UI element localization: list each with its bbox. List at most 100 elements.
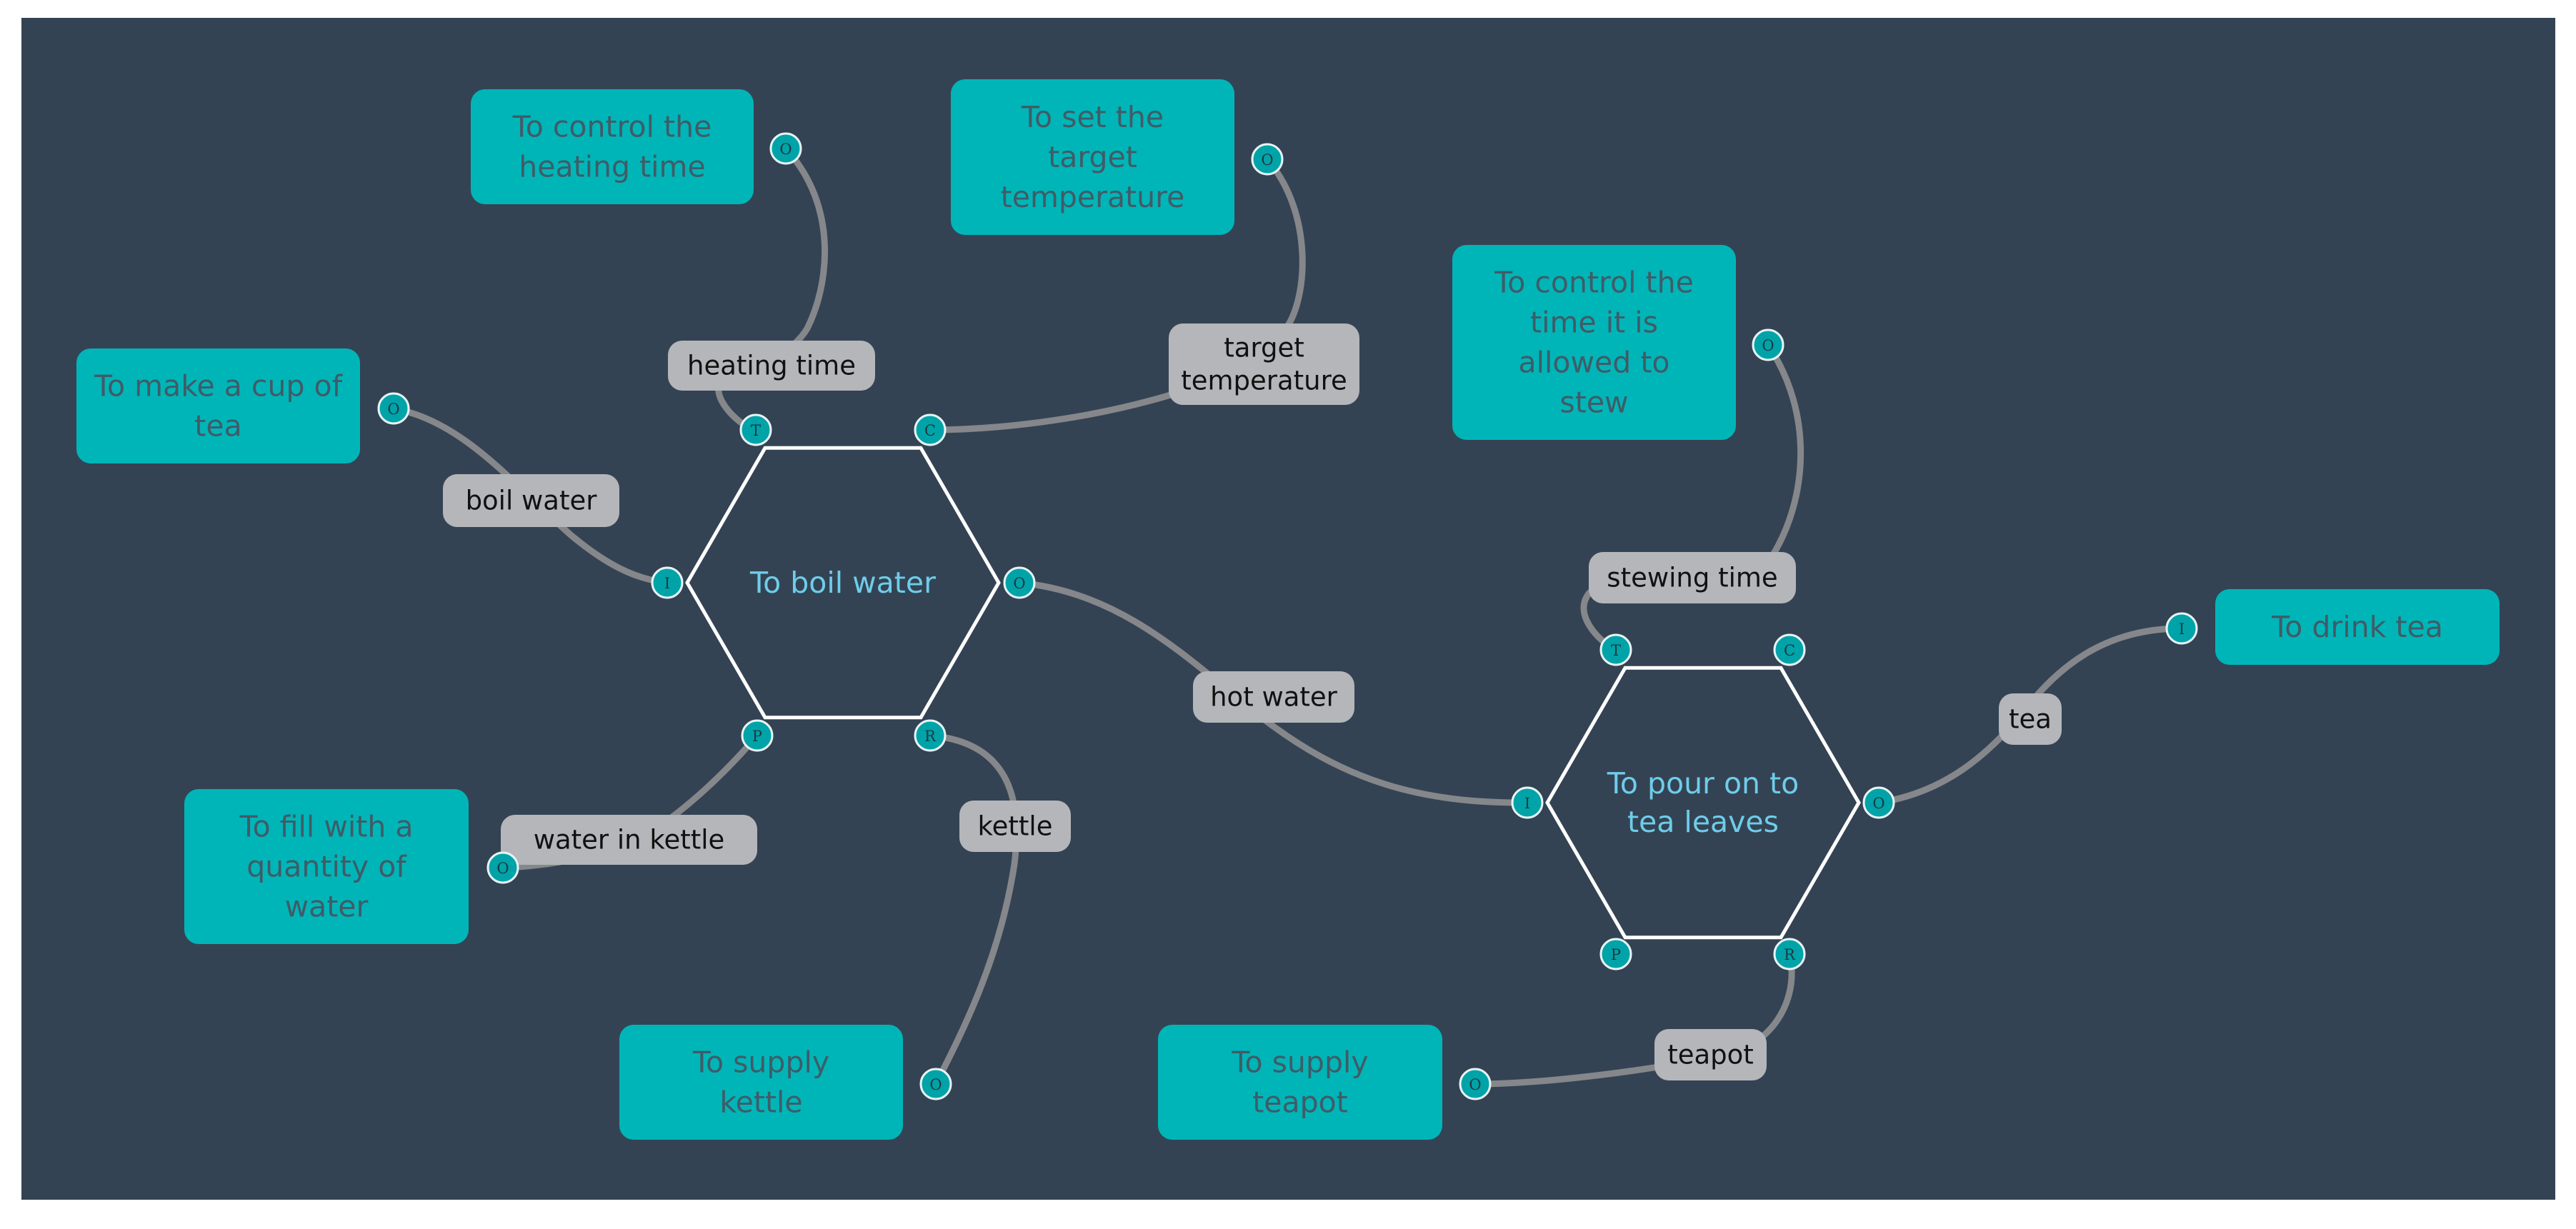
port-letter: O <box>1762 337 1774 354</box>
port-pour-C[interactable]: C <box>1773 633 1806 666</box>
flow-label-kettle: kettle <box>959 801 1071 852</box>
node-label-line-0: To make a cup of <box>94 369 344 403</box>
flow-text-line-0: boil water <box>466 486 598 516</box>
flow-text-line-0: water in kettle <box>534 825 725 856</box>
function-hexagon <box>1545 666 1861 940</box>
port-make-cup-O[interactable]: O <box>377 392 410 425</box>
function-hexagon <box>685 446 1001 720</box>
port-control-stew-O[interactable]: O <box>1752 328 1784 361</box>
port-circle <box>1511 786 1544 819</box>
node-label-line-3: stew <box>1559 386 1628 420</box>
flow-label-stewing-time: stewing time <box>1589 552 1796 603</box>
edge-layer <box>390 145 2185 1088</box>
port-circle <box>1599 633 1632 666</box>
port-circle <box>1862 786 1895 819</box>
function-label-line-1: tea leaves <box>1627 805 1779 839</box>
port-circle <box>1752 328 1784 361</box>
flow-label-teapot: teapot <box>1654 1029 1767 1080</box>
node-make-cup[interactable]: To make a cup of tea <box>76 348 360 463</box>
port-fill-water-O[interactable]: O <box>486 851 519 884</box>
port-letter: O <box>1261 151 1273 169</box>
node-box <box>619 1025 903 1140</box>
port-circle <box>1773 938 1806 970</box>
node-fill-water[interactable]: To fill with a quantity of water <box>184 789 469 944</box>
node-drink-tea[interactable]: To drink tea <box>2215 589 2500 665</box>
port-drink-tea-I[interactable]: I <box>2165 612 2198 645</box>
function-label-line-0: To boil water <box>749 566 936 600</box>
port-letter: T <box>1611 642 1621 659</box>
flow-pill <box>501 815 757 865</box>
node-label-line-1: teapot <box>1252 1085 1348 1120</box>
port-pour-R[interactable]: R <box>1773 938 1806 970</box>
flow-text-line-0: target <box>1224 333 1304 363</box>
flow-label-heating-time: heating time <box>668 341 875 391</box>
node-label-line-0: To fill with a <box>239 810 414 844</box>
port-boil-O[interactable]: O <box>1003 566 1036 599</box>
port-circle <box>2165 612 2198 645</box>
flow-label-tea: tea <box>1999 693 2062 745</box>
port-circle <box>1599 938 1632 970</box>
node-label-line-1: tea <box>194 409 241 443</box>
node-label-line-2: temperature <box>1001 180 1185 214</box>
flow-label-water-in-kettle: water in kettle <box>501 815 757 865</box>
function-pour[interactable]: To pour on to tea leaves <box>1545 666 1861 940</box>
node-label-line-0: To set the <box>1021 100 1164 134</box>
function-layer: To boil water To pour on to tea leaves <box>685 446 1861 940</box>
port-letter: O <box>1469 1076 1481 1093</box>
function-boil[interactable]: To boil water <box>685 446 1001 720</box>
port-letter: R <box>1784 946 1796 963</box>
node-box <box>471 89 754 204</box>
flow-text-line-0: kettle <box>978 811 1053 842</box>
node-label-line-0: To control the <box>1494 266 1694 300</box>
flow-label-boil-water: boil water <box>443 474 619 527</box>
flow-pill <box>443 474 619 527</box>
port-circle <box>914 413 947 446</box>
node-label-line-0: To drink tea <box>2271 610 2443 644</box>
flow-text-line-0: stewing time <box>1607 563 1777 593</box>
port-letter: O <box>1872 795 1884 812</box>
port-letter: C <box>1784 642 1795 659</box>
port-set-target-O[interactable]: O <box>1251 143 1284 176</box>
flow-pill <box>1654 1029 1767 1080</box>
node-label-line-1: quantity of <box>246 850 407 884</box>
port-letter: R <box>924 728 937 745</box>
port-pour-O[interactable]: O <box>1862 786 1895 819</box>
flow-text-line-1: temperature <box>1181 366 1347 396</box>
port-boil-I[interactable]: I <box>651 566 684 599</box>
port-letter: O <box>496 860 509 877</box>
port-letter: O <box>779 141 792 158</box>
port-pour-T[interactable]: T <box>1599 633 1632 666</box>
node-label-line-0: To control the <box>512 110 712 144</box>
port-control-heating-O[interactable]: O <box>769 132 802 165</box>
flow-pill <box>668 341 875 391</box>
port-pour-P[interactable]: P <box>1599 938 1632 970</box>
port-supply-kettle-O[interactable]: O <box>919 1068 952 1100</box>
flow-pill <box>1169 323 1359 405</box>
port-boil-T[interactable]: T <box>739 413 772 446</box>
port-circle <box>769 132 802 165</box>
port-circle <box>486 851 519 884</box>
port-circle <box>914 719 947 752</box>
port-circle <box>919 1068 952 1100</box>
port-letter: I <box>1524 795 1530 812</box>
port-letter: O <box>1013 575 1025 592</box>
port-boil-R[interactable]: R <box>914 719 947 752</box>
port-circle <box>1251 143 1284 176</box>
node-box <box>951 79 1234 235</box>
node-label-line-2: allowed to <box>1519 346 1670 380</box>
node-label-line-2: water <box>285 890 369 924</box>
port-boil-C[interactable]: C <box>914 413 947 446</box>
port-letter: I <box>664 575 670 592</box>
port-pour-I[interactable]: I <box>1511 786 1544 819</box>
function-label-line-0: To pour on to <box>1607 766 1799 801</box>
port-circle <box>1459 1068 1492 1100</box>
port-boil-P[interactable]: P <box>741 719 774 752</box>
node-label-line-0: To supply <box>692 1045 829 1080</box>
port-supply-teapot-O[interactable]: O <box>1459 1068 1492 1100</box>
diagram-canvas <box>21 18 2555 1200</box>
